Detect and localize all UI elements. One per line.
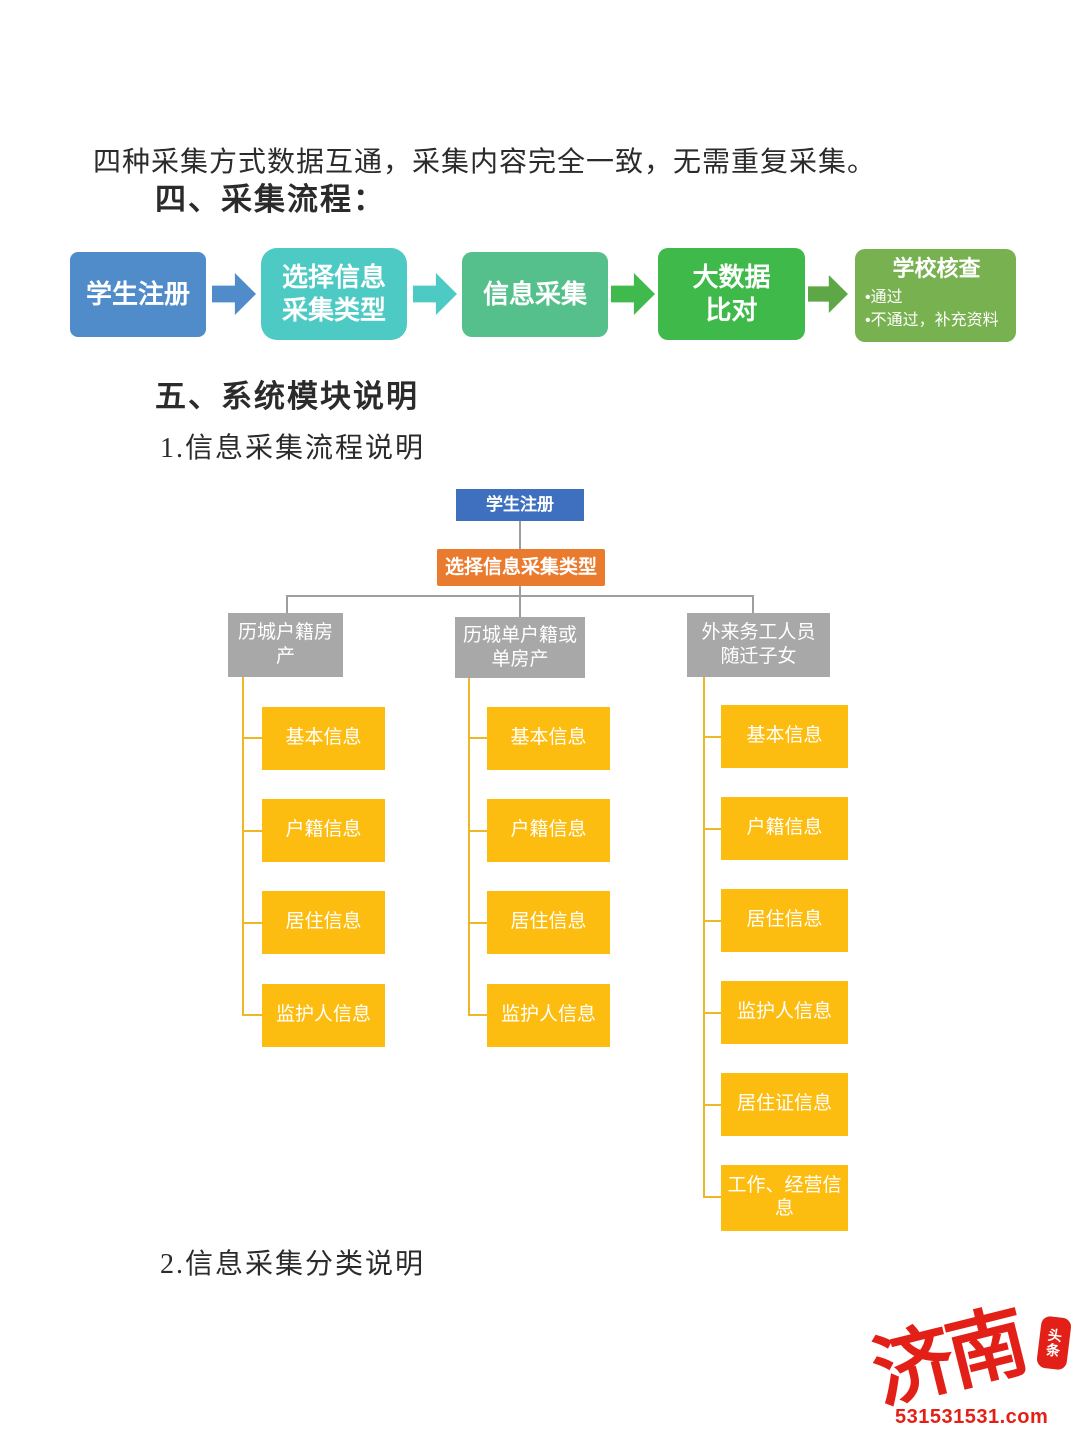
tree-leaf-work-business-info: 工作、经营信息 xyxy=(721,1165,848,1231)
connector-line xyxy=(519,596,521,617)
tree-leaf-residence-info: 居住信息 xyxy=(262,891,385,954)
tree-leaf-hukou-info: 户籍信息 xyxy=(262,799,385,862)
connector-line xyxy=(468,737,487,739)
flow-step-label-line2: 比对 xyxy=(705,295,758,325)
arrow-right-icon xyxy=(611,273,655,315)
subsection-1-heading: 1.信息采集流程说明 xyxy=(160,433,426,464)
branch-label-line1: 历城户籍房 xyxy=(237,622,333,644)
tree-node-select-type: 选择信息采集类型 xyxy=(437,549,605,586)
tree-leaf-guardian-info: 监护人信息 xyxy=(487,984,610,1047)
tree-leaf-basic-info: 基本信息 xyxy=(487,707,610,770)
connector-line xyxy=(242,830,262,832)
flow-step-label-line2: 采集类型 xyxy=(281,295,386,325)
watermark-seal-icon: 头条 xyxy=(1035,1315,1073,1371)
tree-leaf-basic-info: 基本信息 xyxy=(721,705,848,768)
connector-line xyxy=(703,1196,721,1198)
arrow-right-icon xyxy=(808,275,848,313)
arrow-right-icon xyxy=(212,273,256,315)
tree-root-student-register: 学生注册 xyxy=(456,489,584,521)
tree-leaf-guardian-info: 监护人信息 xyxy=(262,984,385,1047)
connector-line xyxy=(519,586,521,596)
connector-line xyxy=(752,596,754,613)
connector-line xyxy=(286,596,288,613)
connector-line xyxy=(519,521,521,549)
flow-step-label-line1: 选择信息 xyxy=(281,261,386,292)
connector-line xyxy=(703,1012,721,1014)
connector-line xyxy=(703,920,721,922)
connector-line xyxy=(468,922,487,924)
tree-leaf-hukou-info: 户籍信息 xyxy=(721,797,848,860)
tree-branch-licheng-single: 历城单户籍或 单房产 xyxy=(455,617,585,678)
connector-line xyxy=(703,736,721,738)
flow-step-student-register: 学生注册 xyxy=(70,252,206,337)
connector-line xyxy=(468,830,487,832)
tree-leaf-hukou-info: 户籍信息 xyxy=(487,799,610,862)
watermark-seal-text: 头条 xyxy=(1044,1327,1064,1359)
flow-step-label: 学生注册 xyxy=(85,278,190,309)
tree-leaf-basic-info: 基本信息 xyxy=(262,707,385,770)
connector-line xyxy=(242,1014,262,1016)
branch-label-line1: 外来务工人员 xyxy=(701,622,816,644)
connector-line xyxy=(242,922,262,924)
tree-selector-label: 选择信息采集类型 xyxy=(444,556,597,578)
arrow-right-icon xyxy=(413,273,457,315)
connector-line xyxy=(468,1014,487,1016)
flow-step-bigdata-compare: 大数据 比对 xyxy=(658,248,805,340)
tree-leaf-residence-info: 居住信息 xyxy=(487,891,610,954)
tree-leaf-residence-info: 居住信息 xyxy=(721,889,848,952)
flow-step-info-collect: 信息采集 xyxy=(462,252,608,337)
flow-step-label: 学校核查 xyxy=(892,256,981,281)
branch-label-line1: 历城单户籍或 xyxy=(462,624,577,646)
branch-label-line2: 产 xyxy=(275,646,295,667)
subsection-2-heading: 2.信息采集分类说明 xyxy=(160,1249,426,1280)
tree-branch-migrant-children: 外来务工人员 随迁子女 xyxy=(687,613,830,677)
intro-text: 四种采集方式数据互通，采集内容完全一致，无需重复采集。 xyxy=(93,147,877,178)
flow-step-bullet-pass: •通过 xyxy=(865,289,903,307)
flow-step-school-check: 学校核查 •通过 •不通过，补充资料 xyxy=(855,249,1016,342)
connector-line xyxy=(703,677,705,1197)
connector-line xyxy=(242,677,244,1016)
section-5-heading: 五、系统模块说明 xyxy=(155,379,419,414)
connector-line xyxy=(242,737,262,739)
flow-step-bullet-fail: •不通过，补充资料 xyxy=(865,312,999,330)
branch-label-line2: 单房产 xyxy=(491,648,549,670)
branch-label-line2: 随迁子女 xyxy=(720,646,797,667)
section-4-heading: 四、采集流程： xyxy=(155,182,386,217)
connector-line xyxy=(468,678,470,1016)
tree-leaf-guardian-info: 监护人信息 xyxy=(721,981,848,1044)
tree-root-label: 学生注册 xyxy=(486,495,554,515)
flow-step-label: 信息采集 xyxy=(482,278,587,309)
flow-step-label-line1: 大数据 xyxy=(692,261,771,292)
tree-leaf-residence-permit-info: 居住证信息 xyxy=(721,1073,848,1136)
tree-branch-licheng-hukou-property: 历城户籍房 产 xyxy=(228,613,343,677)
flow-step-select-type: 选择信息 采集类型 xyxy=(261,248,407,340)
connector-line xyxy=(703,1104,721,1106)
connector-line xyxy=(703,828,721,830)
watermark-url: 531531531.com xyxy=(895,1406,1049,1428)
